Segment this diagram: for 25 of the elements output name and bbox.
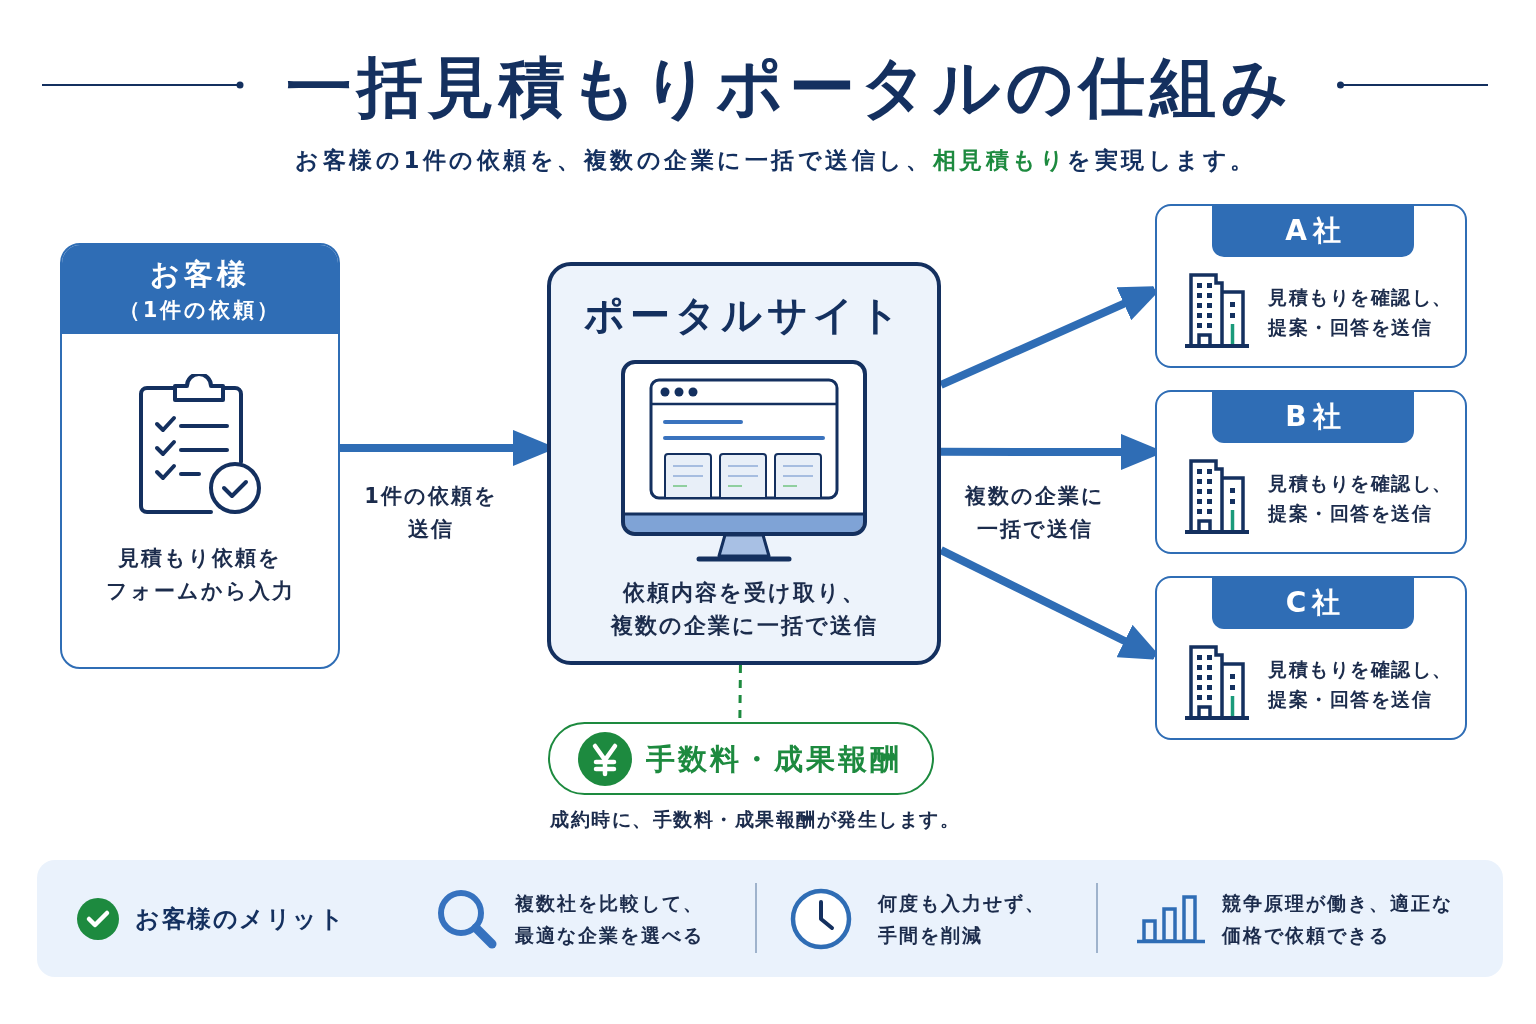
company-text: 見積もりを確認し、提案・回答を送信 — [1268, 471, 1454, 526]
company-card — [1155, 204, 1467, 368]
company-card — [1155, 390, 1467, 554]
card-title: お客様 — [150, 255, 250, 293]
title: 一括見積もりポータルの仕組み — [286, 48, 1294, 128]
company-tab: A社 — [1212, 204, 1414, 257]
company-card — [1155, 576, 1467, 740]
panel-title: ポータルサイト — [583, 291, 905, 339]
merit-text: 複数社を比較して、最適な企業を選べる — [515, 890, 705, 948]
merit-text: 競争原理が働き、適正な価格で依頼できる — [1222, 890, 1454, 948]
company-tab: B社 — [1212, 390, 1414, 443]
company-text: 見積もりを確認し、提案・回答を送信 — [1268, 285, 1454, 340]
card-subtitle: （1件の依頼） — [118, 296, 282, 324]
note-text: 成約時に、手数料・成果報酬が発生します。 — [549, 807, 961, 832]
merits-heading: お客様のメリット — [135, 903, 345, 935]
portal-panel — [547, 262, 941, 665]
company-text: 見積もりを確認し、提案・回答を送信 — [1268, 657, 1454, 712]
fee-text: 手数料・成果報酬 — [646, 740, 902, 778]
subtitle: お客様の1件の依頼を、複数の企業に一括で送信し、相見積もりを実現します。 — [295, 146, 1257, 175]
company-tab: C社 — [1212, 576, 1414, 629]
card-text: 見積もり依頼をフォームから入力 — [105, 545, 295, 605]
merit-text: 何度も入力せず、手間を削減 — [878, 890, 1047, 948]
merits-panel — [37, 860, 1503, 977]
panel-text: 依頼内容を受け取り、複数の企業に一括で送信 — [609, 579, 879, 640]
customer-card — [60, 243, 340, 669]
